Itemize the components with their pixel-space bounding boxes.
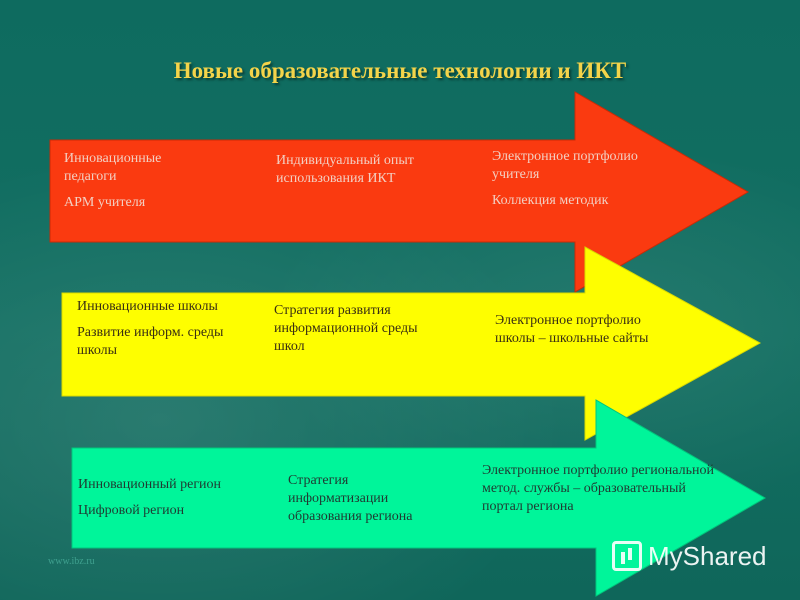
row-yellow-col1-line2: Развитие информ. среды школы [77, 325, 224, 358]
row-red-col1-line2: АРМ учителя [64, 195, 146, 210]
row-red-col1-line1: Инновационные педагоги [64, 151, 162, 184]
row-green-col1: Инновационный регион Цифровой регион [78, 476, 268, 528]
presentation-icon [612, 541, 642, 571]
row-yellow-col1: Инновационные школы Развитие информ. сре… [77, 298, 257, 368]
slide-title: Новые образовательные технологии и ИКТ [173, 58, 627, 83]
watermark-logo: MyShared [612, 536, 767, 576]
row-green-col2: Стратегия информатизации образования рег… [288, 472, 448, 534]
row-red-col3: Электронное портфолио учителя Коллекция … [492, 148, 682, 218]
row-red-col3-line1: Электронное портфолио учителя [492, 149, 638, 182]
arrow-red [49, 91, 749, 293]
row-green-col3-line1: Электронное портфолио региональной метод… [482, 463, 714, 514]
row-yellow-col1-line1: Инновационные школы [77, 299, 218, 314]
arrow-yellow [61, 246, 762, 441]
row-green-col3: Электронное портфолио региональной метод… [482, 462, 722, 524]
watermark-text: MyShared [648, 540, 767, 571]
row-green-col2-line1: Стратегия информатизации образования рег… [288, 473, 413, 524]
footer-url: www.ibz.ru [48, 556, 95, 567]
row-yellow-col3-line1: Электронное портфолио школы – школьные с… [495, 313, 649, 346]
row-green-col1-line2: Цифровой регион [78, 503, 185, 518]
row-red-col2: Индивидуальный опыт использования ИКТ [276, 152, 456, 196]
row-yellow-col2-line1: Стратегия развития информационной среды … [274, 303, 418, 354]
row-red-col2-line1: Индивидуальный опыт использования ИКТ [276, 153, 414, 186]
row-red-col3-line2: Коллекция методик [492, 193, 609, 208]
row-yellow-col2: Стратегия развития информационной среды … [274, 302, 424, 364]
row-red-col1: Инновационные педагоги АРМ учителя [64, 150, 214, 220]
row-yellow-col3: Электронное портфолио школы – школьные с… [495, 312, 655, 356]
row-green-col1-line1: Инновационный регион [78, 477, 222, 492]
arrow-green [71, 399, 766, 597]
